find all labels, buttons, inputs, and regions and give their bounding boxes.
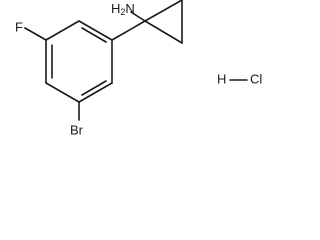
amine-hydrogen-label: H [111, 1, 120, 16]
amine-subscript-label: 2 [120, 7, 125, 17]
ring-bond-c3-c4 [78, 82, 113, 103]
amine-nitrogen-label: N [125, 1, 134, 16]
cyclopropane-ring [144, 0, 183, 44]
fluorine-label: F [15, 19, 23, 34]
cyclopropane-bond-3 [144, 20, 183, 44]
benzene-ring [45, 20, 113, 103]
cyclopropane-bond-1 [144, 0, 183, 22]
amine-label: H2N [111, 1, 135, 17]
chlorine-label: Cl [250, 71, 262, 86]
hydrochloride-salt: H Cl [217, 71, 262, 86]
ring-bond-c6-c1 [45, 20, 80, 41]
ring-bond-c1-c2 [78, 20, 113, 41]
inner-double-bond-bottom [81, 80, 107, 96]
bromine-label: Br [70, 122, 84, 137]
chemical-structure-diagram: H2N F Br H Cl [15, 0, 262, 137]
ring-bond-c4-c5 [45, 82, 80, 103]
bond-ring-to-fluorine [24, 27, 47, 41]
bond-quaternary-carbon-to-nitrogen [130, 11, 146, 22]
inner-double-bond-top [81, 27, 107, 43]
hydrogen-label: H [217, 71, 226, 86]
bond-ring-to-quaternary-carbon [111, 20, 146, 41]
